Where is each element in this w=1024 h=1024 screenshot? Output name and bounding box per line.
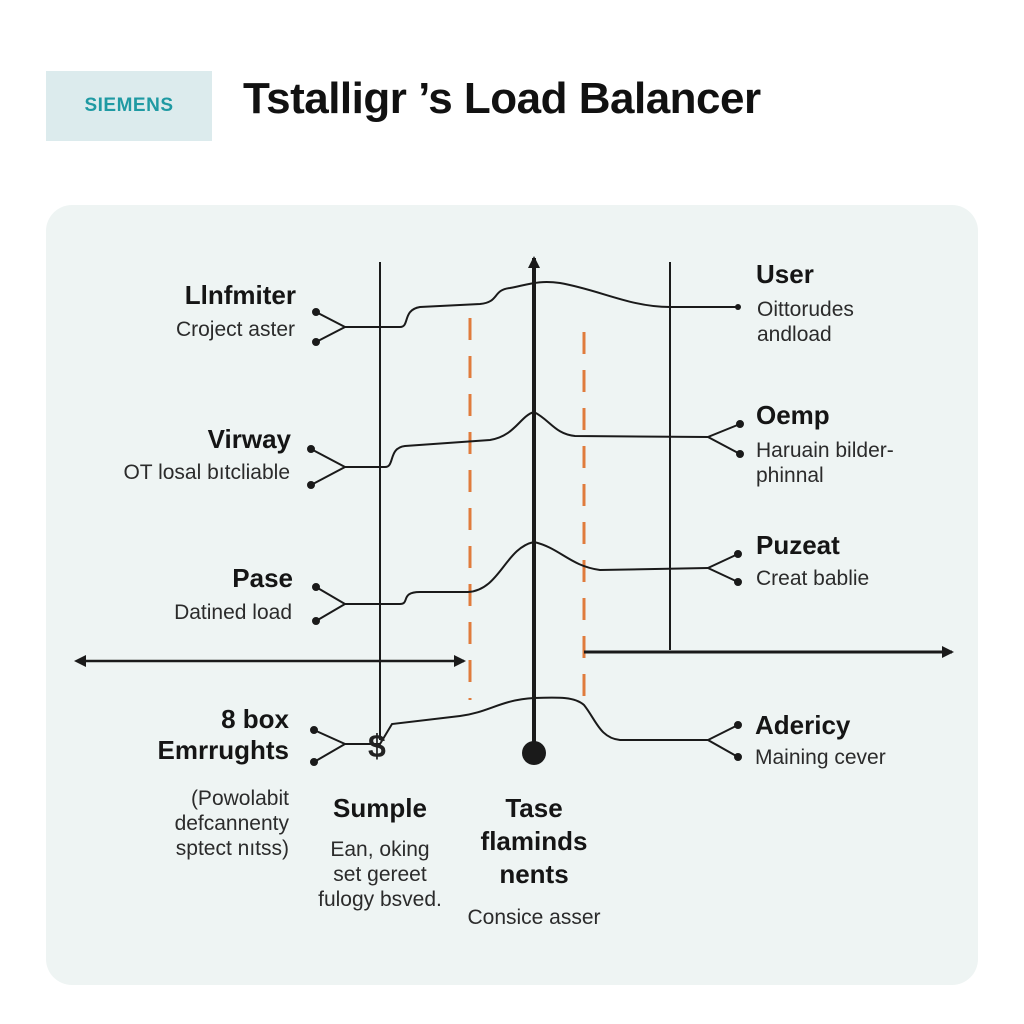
left-node-2-title: Virway [207, 424, 291, 454]
brand-logo: SIEMENS [84, 95, 174, 116]
left-node-1-subtitle: Croject aster [175, 318, 295, 341]
dollar-icon: $ [368, 728, 386, 764]
right-node-4-title: Adericy [755, 710, 851, 740]
sumple-subtitle: Ean, oking set gereet fulogy bsved. [318, 838, 442, 911]
left-bottom-note: (Powolabit defcannenty sptect nıtss) [174, 787, 289, 860]
sumple-title: Sumple [333, 793, 427, 823]
left-node-3-title: Pase [232, 563, 293, 593]
left-fork-1 [312, 308, 348, 346]
right-node-1-subtitle: Oittorudes andload [757, 298, 854, 347]
right-fork-3 [705, 550, 742, 586]
left-node-1-title: Llnfmiter [184, 280, 296, 310]
left-node-4-title: 8 box Emrrughts [157, 704, 289, 766]
left-node-2-subtitle: OT losal bıtcliable [123, 461, 290, 484]
flow-curve-1 [345, 280, 738, 328]
right-node-2-title: Oemp [756, 400, 830, 430]
right-node-dot-1 [735, 304, 741, 310]
left-fork-4 [310, 726, 348, 766]
right-node-3-title: Puzeat [756, 530, 840, 560]
logo-box: SIEMENS [46, 71, 212, 141]
right-node-3-subtitle: Creat bablie [756, 567, 870, 590]
diagram-panel [46, 205, 978, 985]
page-title: Tstalligr ’s Load Balancer [243, 74, 761, 123]
right-node-1-title: User [756, 259, 814, 289]
right-node-2-subtitle: Haruain bilder- phinnal [756, 439, 894, 488]
center-axis-node [522, 741, 546, 765]
flow-curve-4 [345, 696, 708, 745]
left-fork-2 [307, 445, 348, 489]
right-node-4-subtitle: Maining cever [755, 746, 886, 769]
right-fork-2 [705, 420, 744, 458]
flow-curve-2 [345, 410, 709, 468]
center-bottom-title: Tase flaminds nents [480, 793, 588, 890]
center-bottom-subtitle: Consice asser [467, 906, 601, 929]
left-fork-3 [312, 583, 347, 625]
flow-curve-3 [345, 540, 709, 605]
right-fork-4 [705, 721, 742, 761]
left-node-3-subtitle: Datined load [174, 601, 292, 624]
